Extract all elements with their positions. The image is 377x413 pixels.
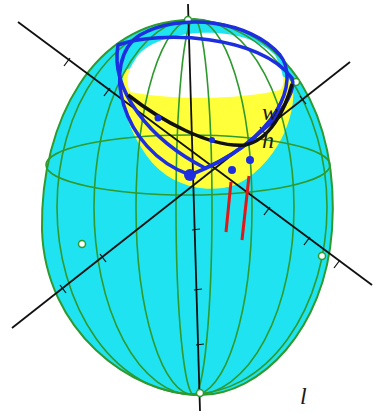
end-circle: [197, 390, 204, 397]
tick: [264, 207, 270, 215]
blue-dots: [155, 115, 255, 182]
tick: [64, 58, 70, 66]
tick: [304, 237, 310, 245]
tick: [194, 289, 202, 290]
handwritten-note: l: [300, 384, 307, 408]
sphere-fill: [42, 20, 333, 395]
meridian: [57, 20, 327, 394]
blue-dot: [209, 137, 215, 143]
handwritten-note: w: [262, 100, 278, 124]
blue-dot: [246, 156, 254, 164]
red-line: [226, 182, 231, 232]
blue-dot: [184, 169, 196, 181]
diagonal-axis: [18, 22, 372, 285]
blue-dot: [228, 166, 236, 174]
blue-circles: [117, 22, 293, 175]
axis-ticks: [60, 58, 340, 345]
tick: [60, 285, 66, 293]
blue-circle: [117, 37, 293, 168]
diagonal-axis: [12, 62, 350, 328]
end-circle: [319, 253, 326, 260]
vertical-axis: [188, 4, 200, 411]
blue-circle: [120, 22, 287, 175]
tick: [100, 254, 106, 262]
red-line: [242, 176, 249, 240]
blue-dot: [155, 115, 162, 122]
handwritten-note: h: [262, 128, 274, 152]
end-circle: [79, 241, 86, 248]
tick: [196, 344, 204, 345]
axes: [12, 4, 372, 411]
red-lines: [226, 176, 249, 240]
tick: [104, 88, 110, 96]
axis-end-circles: [79, 17, 326, 397]
tick: [300, 96, 306, 104]
tick: [334, 260, 340, 268]
latitude-circle: [46, 135, 330, 195]
tick: [192, 229, 200, 230]
